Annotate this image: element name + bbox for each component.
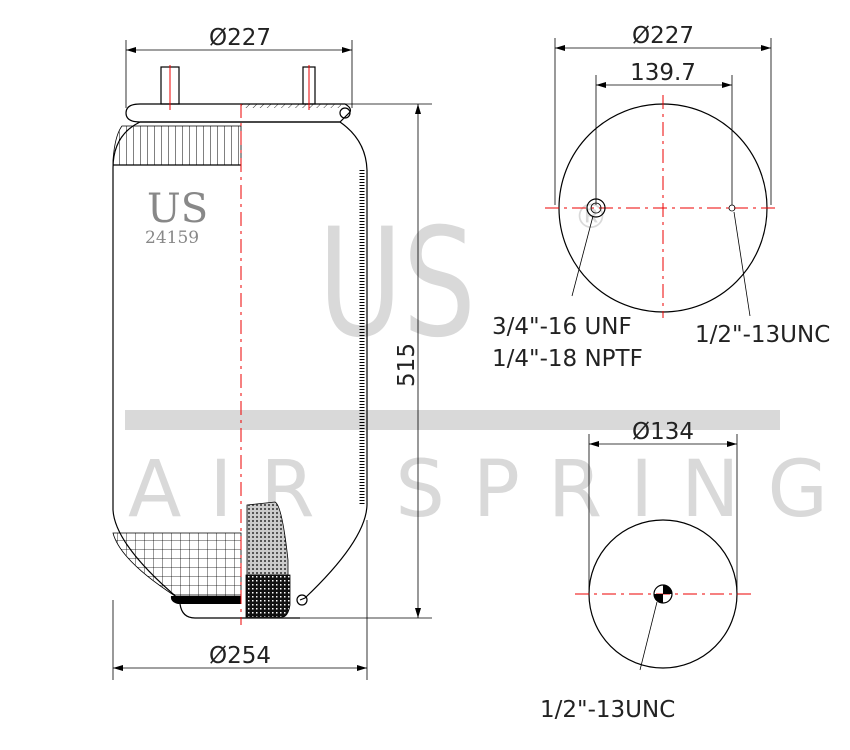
- logo: US: [147, 186, 208, 232]
- top-diameter-label: Ø227: [209, 25, 271, 51]
- top-view-diameter-label: Ø227: [632, 23, 694, 49]
- watermark-bar: [125, 410, 780, 430]
- port-label-line2: 1/4"-18 NPTF: [492, 346, 643, 372]
- part-number: 24159: [145, 228, 199, 248]
- stud-spacing-label: 139.7: [630, 60, 696, 86]
- watermark-brand: US: [318, 197, 476, 371]
- piston-section: [246, 501, 289, 576]
- stud-label: 1/2"-13UNC: [695, 322, 830, 348]
- top-plate: [125, 103, 352, 123]
- watermark: US ® AIR SPRING: [125, 197, 850, 535]
- bottom-diameter-label: Ø254: [209, 643, 271, 669]
- watermark-subtitle: AIR SPRING: [128, 445, 850, 535]
- air-port: [586, 198, 606, 218]
- top-view: Ø227 139.7 3/4"-16 UNF 1/4"-18 NPTF 1/2"…: [492, 23, 830, 372]
- stud-hole: [728, 204, 736, 212]
- port-label-line1: 3/4"-16 UNF: [492, 314, 632, 340]
- bottom-view-diameter-label: Ø134: [632, 419, 694, 445]
- bottom-view: Ø134 1/2"-13UNC: [540, 419, 752, 723]
- height-label: 515: [394, 343, 420, 387]
- side-view: Ø227 515 Ø254 US 24159: [112, 25, 432, 680]
- registered-mark: ®: [574, 197, 608, 237]
- bottom-thread-label: 1/2"-13UNC: [540, 697, 675, 723]
